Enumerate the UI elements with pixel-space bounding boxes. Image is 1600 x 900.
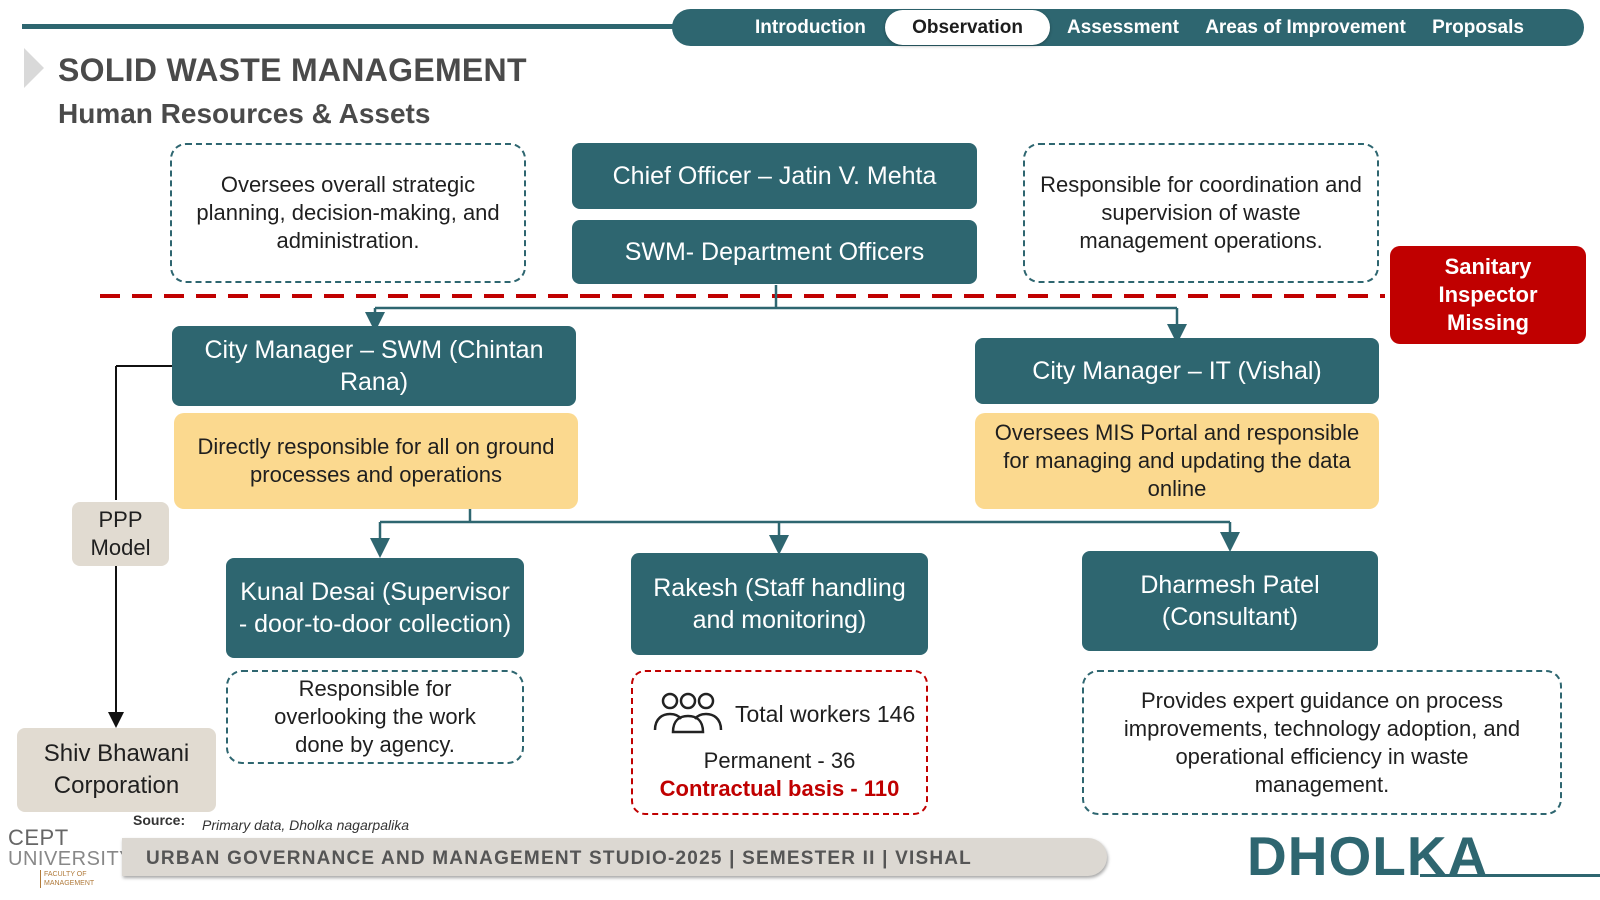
city-name: DHOLKA (1247, 825, 1489, 887)
kunal-desai-description: Responsible for overlooking the work don… (226, 670, 524, 764)
tab-introduction[interactable]: Introduction (755, 17, 866, 38)
logo-line-1: CEPT (8, 825, 69, 850)
swm-officers-description: Responsible for coordination and supervi… (1023, 143, 1379, 283)
city-manager-it-description: Oversees MIS Portal and responsible for … (975, 413, 1379, 509)
page-title: SOLID WASTE MANAGEMENT (58, 52, 527, 88)
cept-university-logo: CEPT UNIVERSITY FACULTY OF MANAGEMENT (8, 825, 134, 888)
tab-proposals[interactable]: Proposals (1432, 17, 1524, 38)
city-manager-swm-description: Directly responsible for all on ground p… (174, 413, 578, 509)
dharmesh-patel-description: Provides expert guidance on process impr… (1082, 670, 1562, 815)
tab-assessment[interactable]: Assessment (1067, 17, 1179, 38)
workers-group-icon (653, 692, 723, 734)
contractual-workers: Contractual basis - 110 (659, 776, 900, 801)
sanitary-inspector-alert: Sanitary Inspector Missing (1390, 246, 1586, 344)
permanent-workers: Permanent - 36 (703, 748, 856, 773)
page-subtitle: Human Resources & Assets (58, 98, 431, 129)
total-workers: Total workers 146 (735, 701, 916, 727)
top-rule (22, 24, 682, 29)
source-label: Source: (133, 812, 186, 828)
title-arrow-icon (24, 48, 44, 88)
tab-areas-of-improvement[interactable]: Areas of Improvement (1205, 17, 1406, 38)
rakesh-box: Rakesh (Staff handling and monitoring) (631, 553, 928, 655)
swm-officers-box: SWM- Department Officers (572, 220, 977, 284)
footer-text: URBAN GOVERNANCE AND MANAGEMENT STUDIO-2… (146, 848, 972, 869)
chief-officer-description: Oversees overall strategic planning, dec… (170, 143, 526, 283)
footer-bar (122, 838, 1107, 876)
section-nav (672, 9, 1584, 46)
logo-line-3: FACULTY OF MANAGEMENT (40, 870, 104, 888)
city-manager-it-box: City Manager – IT (Vishal) (975, 338, 1379, 404)
logo-line-2: UNIVERSITY (8, 848, 134, 870)
workers-summary (631, 670, 928, 815)
city-underline (1420, 874, 1600, 877)
tab-observation[interactable]: Observation (885, 10, 1050, 45)
source-text: Primary data, Dholka nagarpalika (202, 817, 409, 833)
ppp-model-label: PPP Model (72, 502, 169, 566)
dharmesh-patel-box: Dharmesh Patel (Consultant) (1082, 551, 1378, 651)
kunal-desai-box: Kunal Desai (Supervisor - door-to-door c… (226, 558, 524, 658)
city-manager-swm-box: City Manager – SWM (Chintan Rana) (172, 326, 576, 406)
shiv-bhawani-corporation-box: Shiv Bhawani Corporation (17, 728, 216, 812)
chief-officer-box: Chief Officer – Jatin V. Mehta (572, 143, 977, 209)
